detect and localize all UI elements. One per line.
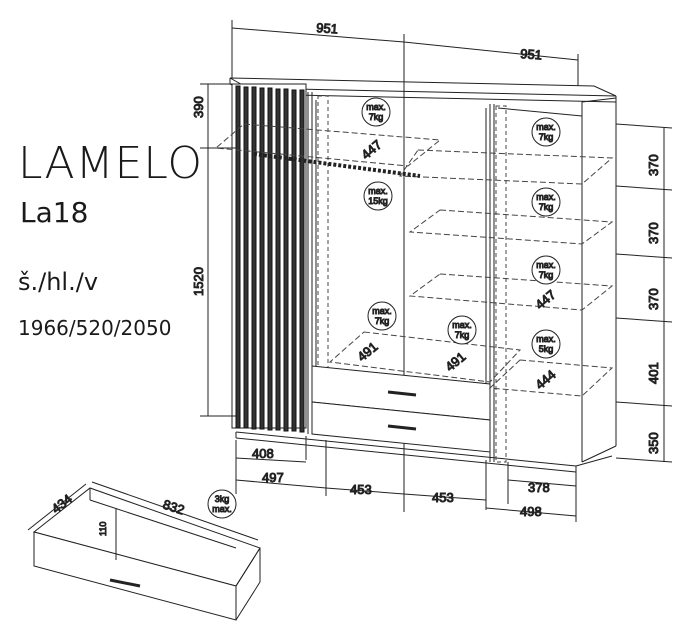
- dim-depth-447-b: 447: [532, 287, 558, 312]
- dim-right-370-a: 370: [646, 154, 661, 176]
- dim-depth-491-a: 491: [354, 339, 380, 364]
- load-15-l2: 15kg: [368, 196, 388, 206]
- lamella-panel: [235, 85, 305, 433]
- dim-bottom-497: 497: [262, 470, 284, 485]
- product-name: LAMELO: [18, 138, 203, 189]
- shelves: [214, 123, 614, 397]
- load-a-l1: max.: [366, 102, 386, 112]
- load-b-l1: max.: [536, 122, 556, 132]
- load-5-l2: 5kg: [539, 344, 554, 354]
- dim-right-370-b: 370: [646, 222, 661, 244]
- drawer-load-l2: max.: [212, 504, 232, 514]
- hanging-rail: [253, 152, 421, 178]
- dim-depth-491-b: 491: [442, 349, 468, 374]
- load-d-l1: max.: [536, 260, 556, 270]
- dim-bottom-498: 498: [520, 504, 542, 519]
- drawer-load-badge: [207, 489, 237, 519]
- dim-bottom-408: 408: [252, 446, 274, 461]
- dimensions-label: š./hl./v: [18, 268, 99, 296]
- drawer-detail: [27, 481, 261, 621]
- drawer-width: 832: [161, 497, 186, 518]
- front-drawers: [311, 365, 491, 453]
- dim-top-right: 951: [520, 46, 543, 62]
- dim-right-401: 401: [646, 362, 661, 384]
- dim-right-370-c: 370: [646, 288, 661, 310]
- dim-depth-447-a: 447: [358, 137, 384, 162]
- dim-bottom-453-b: 453: [432, 490, 454, 505]
- drawer-height: 110: [98, 522, 108, 536]
- dim-right-350: 350: [646, 432, 661, 454]
- load-c-l2: 7kg: [539, 202, 554, 212]
- dim-left-390: 390: [191, 96, 206, 118]
- product-code: La18: [20, 196, 89, 229]
- load-e-l2: 7kg: [375, 316, 390, 326]
- load-a-l2: 7kg: [369, 112, 384, 122]
- drawer-load-l1: 3kg: [215, 494, 230, 504]
- load-badges: [361, 97, 561, 359]
- dim-left-1520: 1520: [191, 267, 206, 296]
- load-f-l2: 7kg: [455, 330, 470, 340]
- load-b-l2: 7kg: [539, 132, 554, 142]
- load-5-l1: max.: [536, 334, 556, 344]
- load-15-l1: max.: [368, 186, 388, 196]
- dim-top-left: 951: [316, 20, 339, 36]
- dimensions-value: 1966/520/2050: [18, 316, 172, 340]
- load-d-l2: 7kg: [539, 270, 554, 280]
- dim-bottom-378: 378: [528, 480, 550, 495]
- dim-depth-444: 444: [532, 367, 558, 392]
- dim-bottom-453-a: 453: [350, 482, 372, 497]
- load-f-l1: max.: [452, 320, 472, 330]
- dimension-lines: [200, 20, 673, 522]
- load-c-l1: max.: [536, 192, 556, 202]
- load-e-l1: max.: [372, 306, 392, 316]
